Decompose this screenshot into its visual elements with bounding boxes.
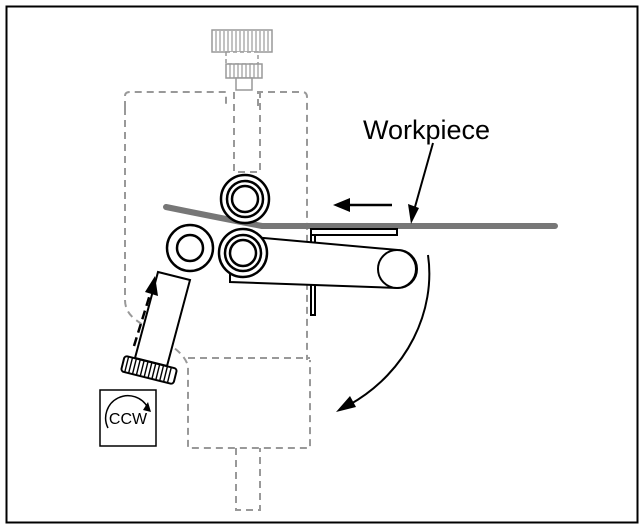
top-adjustment-knob (211, 29, 273, 91)
lower-left-roller (165, 223, 215, 273)
workpiece-leader-line (412, 142, 434, 215)
arm-pivot (377, 249, 417, 289)
workpiece-label: Workpiece (363, 115, 490, 145)
workpiece (163, 204, 558, 229)
adjustment-screw (120, 270, 192, 385)
lower-center-roller (217, 227, 269, 279)
workpiece-leader-arrowhead (408, 204, 419, 224)
ccw-rotation-icon (104, 394, 149, 429)
ccw-label: CCW (109, 411, 148, 428)
top-roller (219, 173, 271, 225)
screw-up-arrow-icon (132, 276, 158, 347)
ccw-badge: CCW (99, 389, 157, 447)
left-arrow-icon (333, 198, 392, 212)
arm-swing-arrow-icon (336, 254, 431, 412)
